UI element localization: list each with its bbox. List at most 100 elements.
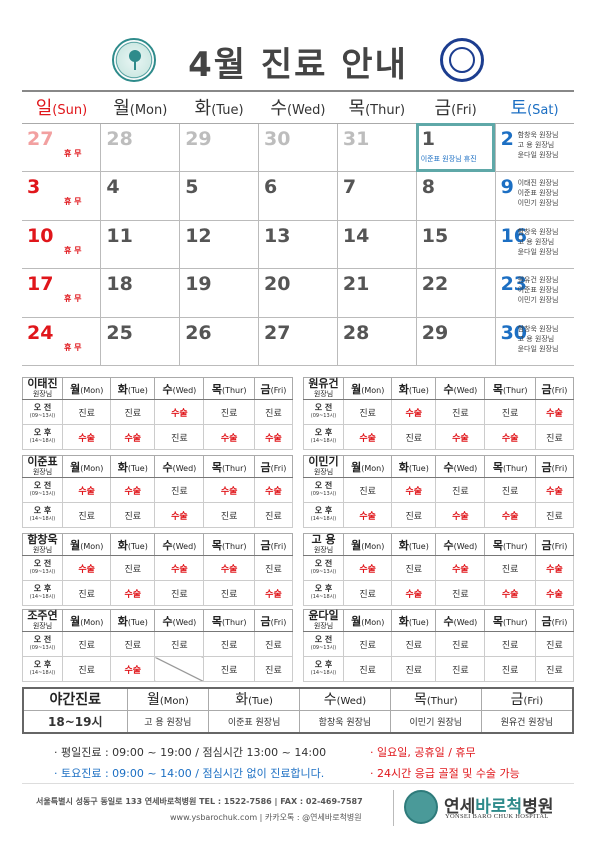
calendar-day-cell: 30 xyxy=(258,122,338,172)
schedule-day-header: 금(Fri) xyxy=(253,377,294,400)
day-number: 28 xyxy=(342,321,370,344)
schedule-day-header: 수(Wed) xyxy=(154,533,205,556)
doctor-name: 고 용 원장님 xyxy=(517,140,555,149)
schedule-day-header: 화(Tue) xyxy=(110,377,156,400)
schedule-cell: 수술 xyxy=(391,580,437,606)
closed-label: 휴 무 xyxy=(64,342,82,352)
schedule-day-header: 목(Thur) xyxy=(484,533,536,556)
day-number: 8 xyxy=(421,176,435,198)
doctor-name: 함창욱 원장님 xyxy=(517,324,559,333)
schedule-day-header: 수(Wed) xyxy=(154,455,205,478)
night-doctor: 원유건 원장님 xyxy=(480,709,574,734)
schedule-cell xyxy=(154,656,205,682)
doctor-name: 이준표 원장님 xyxy=(517,286,559,294)
closed-label: 휴 무 xyxy=(64,148,82,158)
schedule-cell: 진료 xyxy=(534,656,575,682)
doctor-name: 함창욱 원장님 xyxy=(517,130,559,139)
schedule-day-header: 금(Fri) xyxy=(534,533,575,556)
schedule-day-header: 목(Thur) xyxy=(203,609,255,632)
night-day-header: 화(Tue) xyxy=(208,687,301,711)
doctor-name: 윤다일 원장님 xyxy=(517,150,559,159)
schedule-cell: 진료 xyxy=(391,424,437,450)
schedule-cell: 진료 xyxy=(61,399,112,425)
schedule-cell: 진료 xyxy=(342,399,393,425)
schedule-cell: 수술 xyxy=(435,502,486,528)
time-slot-label: 오 전(09~13시) xyxy=(22,477,63,503)
schedule-day-header: 수(Wed) xyxy=(154,377,205,400)
schedule-cell: 진료 xyxy=(435,580,486,606)
night-day-header: 금(Fri) xyxy=(480,687,574,711)
day-number: 19 xyxy=(185,273,212,295)
doctor-name: 이민기 원장님 xyxy=(517,199,559,207)
saturday-hours: · 토요진료 : 09:00 ~ 14:00 / 점심시간 없이 진료합니다. xyxy=(54,767,325,780)
emergency-notice: · 24시간 응급 골절 및 수술 가능 xyxy=(370,767,520,780)
schedule-cell: 수술 xyxy=(203,555,255,581)
schedule-day-header: 화(Tue) xyxy=(391,455,437,478)
schedule-cell: 수술 xyxy=(253,477,294,503)
schedule-cell: 수술 xyxy=(110,424,156,450)
calendar-day-cell: 22 xyxy=(415,268,496,318)
weekday-header: 월(Mon) xyxy=(100,90,180,124)
schedule-cell: 수술 xyxy=(203,477,255,503)
schedule-day-header: 금(Fri) xyxy=(534,609,575,632)
schedule-cell: 진료 xyxy=(154,580,205,606)
day-number: 7 xyxy=(342,176,357,198)
time-slot-label: 오 전(09~13시) xyxy=(303,477,344,503)
day-number: 9 xyxy=(500,176,514,198)
footer-divider xyxy=(22,783,574,784)
schedule-day-header: 금(Fri) xyxy=(253,609,294,632)
schedule-day-header: 화(Tue) xyxy=(110,609,156,632)
schedule-day-header: 금(Fri) xyxy=(534,455,575,478)
time-slot-label: 오 후(14~18시) xyxy=(303,424,344,450)
schedule-cell: 수술 xyxy=(534,477,575,503)
schedule-day-header: 목(Thur) xyxy=(484,377,536,400)
schedule-day-header: 화(Tue) xyxy=(391,609,437,632)
calendar-day-cell: 13 xyxy=(258,219,338,269)
schedule-day-header: 월(Mon) xyxy=(61,377,112,400)
day-number: 2 xyxy=(500,127,514,150)
schedule-cell: 진료 xyxy=(484,656,536,682)
doctor-name: 이준표 원장님 xyxy=(517,189,559,197)
doctor-name: 윤다일 원장님 xyxy=(517,247,559,256)
schedule-cell: 수술 xyxy=(391,477,437,503)
doctor-name: 원유건 원장님 xyxy=(517,276,559,284)
time-slot-label: 오 전(09~13시) xyxy=(22,555,63,581)
time-slot-label: 오 전(09~13시) xyxy=(303,399,344,425)
time-slot-label: 오 후(14~18시) xyxy=(303,580,344,606)
schedule-cell: 진료 xyxy=(534,424,575,450)
footer-separator xyxy=(393,790,394,826)
schedule-cell: 진료 xyxy=(435,631,486,657)
calendar-day-cell: 28 xyxy=(100,122,181,172)
schedule-day-header: 월(Mon) xyxy=(342,609,393,632)
schedule-cell: 진료 xyxy=(484,631,536,657)
schedule-day-header: 월(Mon) xyxy=(342,533,393,556)
schedule-cell: 수술 xyxy=(534,580,575,606)
schedule-cell: 수술 xyxy=(61,555,112,581)
day-number: 12 xyxy=(185,224,212,247)
day-number: 5 xyxy=(185,176,199,198)
calendar-day-cell: 21 xyxy=(336,268,417,318)
schedule-cell: 진료 xyxy=(435,656,486,682)
schedule-cell: 수술 xyxy=(484,424,536,450)
schedule-day-header: 월(Mon) xyxy=(61,609,112,632)
schedule-cell: 수술 xyxy=(435,555,486,581)
doctor-name: 윤다일 원장님 xyxy=(517,344,559,353)
schedule-cell: 진료 xyxy=(61,631,112,657)
schedule-cell: 진료 xyxy=(110,502,156,528)
schedule-day-header: 월(Mon) xyxy=(61,455,112,478)
time-slot-label: 오 후(14~18시) xyxy=(22,502,63,528)
university-emblem-logo xyxy=(440,38,484,82)
schedule-day-header: 화(Tue) xyxy=(391,377,437,400)
day-number: 29 xyxy=(421,321,449,344)
hospital-emblem-logo xyxy=(112,38,156,82)
